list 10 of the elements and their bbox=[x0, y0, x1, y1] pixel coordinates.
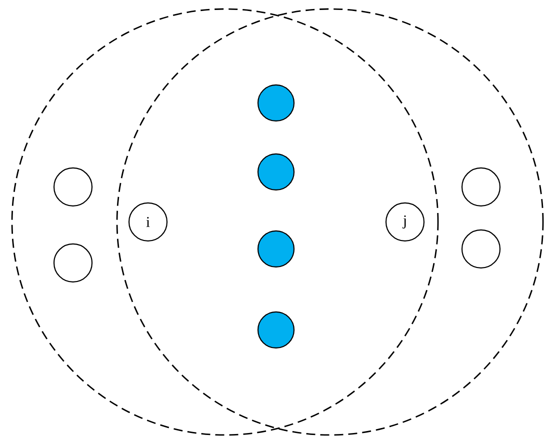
filled-circle bbox=[257, 230, 295, 268]
filled-circle bbox=[257, 153, 295, 191]
filled-circle bbox=[257, 311, 295, 349]
circle-node bbox=[461, 167, 501, 207]
circle-node bbox=[53, 167, 93, 207]
dashed-circle bbox=[11, 8, 439, 436]
circle-node bbox=[53, 243, 93, 283]
dashed-circle bbox=[116, 8, 544, 436]
circle-node bbox=[461, 229, 501, 269]
filled-circle bbox=[257, 84, 295, 122]
